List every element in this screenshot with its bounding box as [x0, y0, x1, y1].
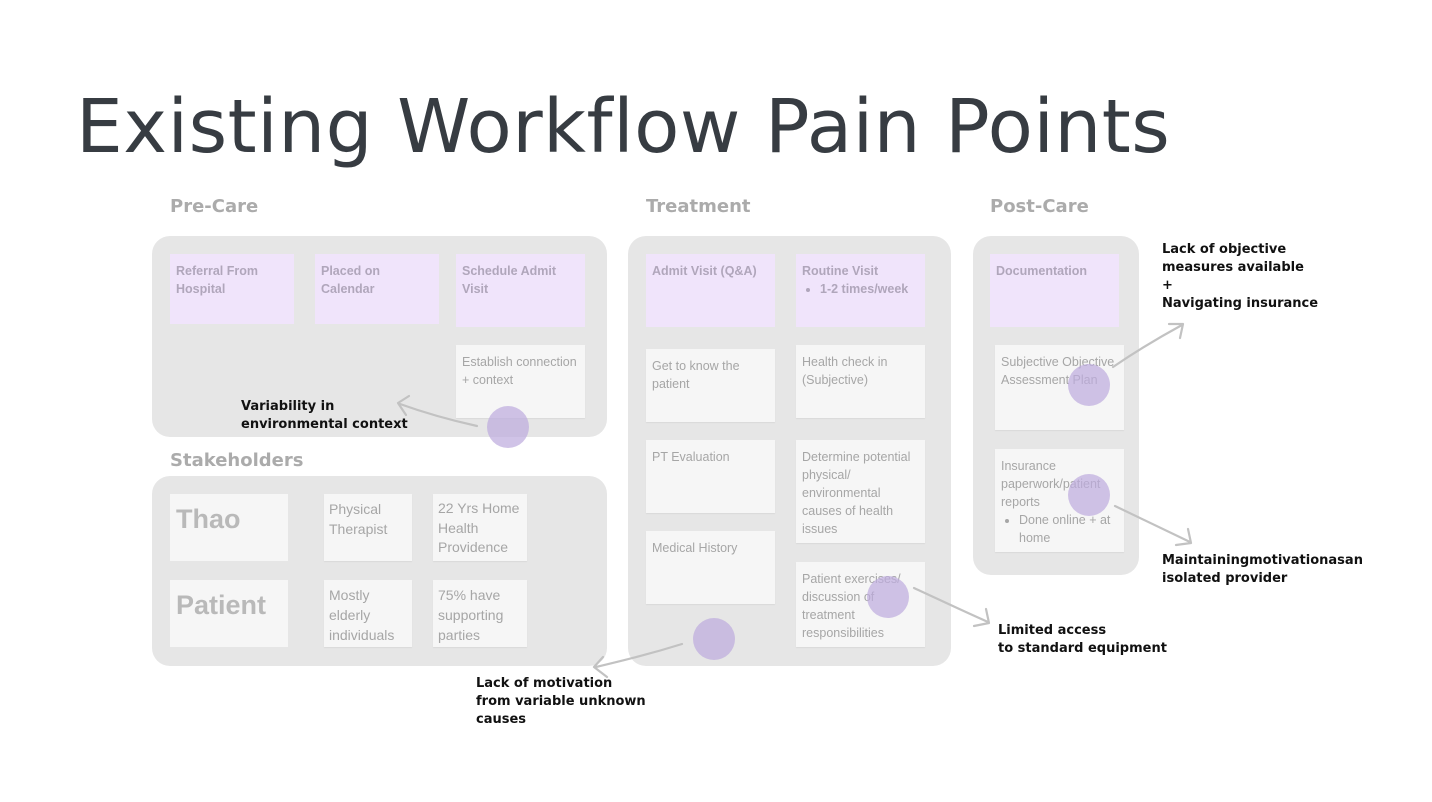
callout-isolated-word: Maintaining — [1162, 553, 1250, 568]
callout-objective-line: + — [1162, 278, 1173, 293]
callout-equipment: Limited access to standard equipment — [998, 622, 1167, 658]
callout-motivation-line: from variable unknown — [476, 694, 646, 709]
note-referral: Referral From Hospital — [170, 254, 294, 324]
callout-motivation-line: causes — [476, 712, 527, 727]
pain-point-marker-equipment — [867, 576, 909, 618]
section-label-pre-care: Pre-Care — [170, 196, 259, 217]
callout-motivation-line: Lack of motivation — [476, 676, 613, 691]
callout-isolated-line: isolated provider — [1162, 571, 1288, 586]
section-label-treatment: Treatment — [646, 196, 751, 217]
note-physical-therapist: Physical Therapist — [324, 494, 412, 561]
note-supporting-parties: 75% have supporting parties — [433, 580, 527, 647]
note-home-health: 22 Yrs Home Health Providence — [433, 494, 527, 561]
note-calendar: Placed on Calendar — [315, 254, 439, 324]
callout-variability: Variability in environmental context — [241, 398, 408, 434]
callout-variability-line: Variability in — [241, 399, 335, 414]
note-schedule-admit: Schedule Admit Visit — [456, 254, 585, 327]
note-documentation: Documentation — [990, 254, 1119, 327]
note-routine-visit: Routine Visit 1-2 times/week — [796, 254, 925, 327]
callout-isolated-word: motivation — [1249, 553, 1329, 568]
insurance-detail: Done online + at home — [1019, 511, 1118, 547]
callout-motivation: Lack of motivation from variable unknown… — [476, 675, 646, 729]
pain-point-marker-context — [487, 406, 529, 448]
section-label-stakeholders: Stakeholders — [170, 450, 304, 471]
callout-isolated-word: an — [1344, 553, 1363, 568]
routine-visit-frequency: 1-2 times/week — [820, 280, 919, 298]
note-health-check: Health check in (Subjective) — [796, 345, 925, 418]
callout-variability-line: environmental context — [241, 417, 408, 432]
routine-visit-label: Routine Visit — [802, 264, 879, 278]
stakeholder-thao: Thao — [170, 494, 288, 561]
note-know-patient: Get to know the patient — [646, 349, 775, 422]
section-label-post-care: Post-Care — [990, 196, 1089, 217]
callout-objective-line: measures available — [1162, 260, 1304, 275]
callout-equipment-line: Limited access — [998, 623, 1107, 638]
pain-point-marker-isolated — [1068, 474, 1110, 516]
note-establish-connection: Establish connection + context — [456, 345, 585, 418]
callout-objective: Lack of objective measures available + N… — [1162, 241, 1318, 313]
page-title: Existing Workflow Pain Points — [76, 84, 1171, 170]
callout-objective-line: Navigating insurance — [1162, 296, 1319, 311]
note-elderly: Mostly elderly individuals — [324, 580, 412, 647]
note-determine-causes: Determine potential physical/ environmen… — [796, 440, 925, 543]
pain-point-marker-motivation — [693, 618, 735, 660]
pain-point-marker-objective — [1068, 364, 1110, 406]
note-medical-history: Medical History — [646, 531, 775, 604]
callout-equipment-line: to standard equipment — [998, 641, 1167, 656]
note-admit-visit: Admit Visit (Q&A) — [646, 254, 775, 327]
stakeholder-patient: Patient — [170, 580, 288, 647]
callout-isolated-word: as — [1328, 553, 1345, 568]
note-pt-evaluation: PT Evaluation — [646, 440, 775, 513]
callout-objective-line: Lack of objective — [1162, 242, 1287, 257]
